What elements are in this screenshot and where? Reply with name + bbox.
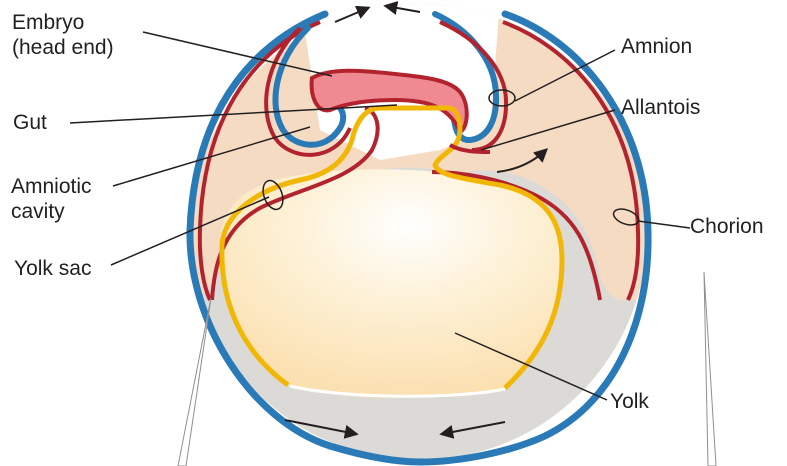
label-yolk: Yolk [610,389,649,414]
label-amnion: Amnion [621,34,692,59]
label-gut: Gut [13,110,47,135]
label-amniotic-cavity: Amniotic cavity [11,174,92,224]
label-allantois: Allantois [621,95,700,120]
right-wedge [704,272,716,466]
label-yolk-sac: Yolk sac [14,256,91,281]
left-wedge [178,298,211,466]
label-embryo-line2: (head end) [12,35,114,60]
label-embryo-line1: Embryo [12,10,114,35]
label-amniotic-line1: Amniotic [11,174,92,199]
label-embryo: Embryo (head end) [12,10,114,60]
label-chorion: Chorion [690,214,764,239]
label-amniotic-line2: cavity [11,199,92,224]
